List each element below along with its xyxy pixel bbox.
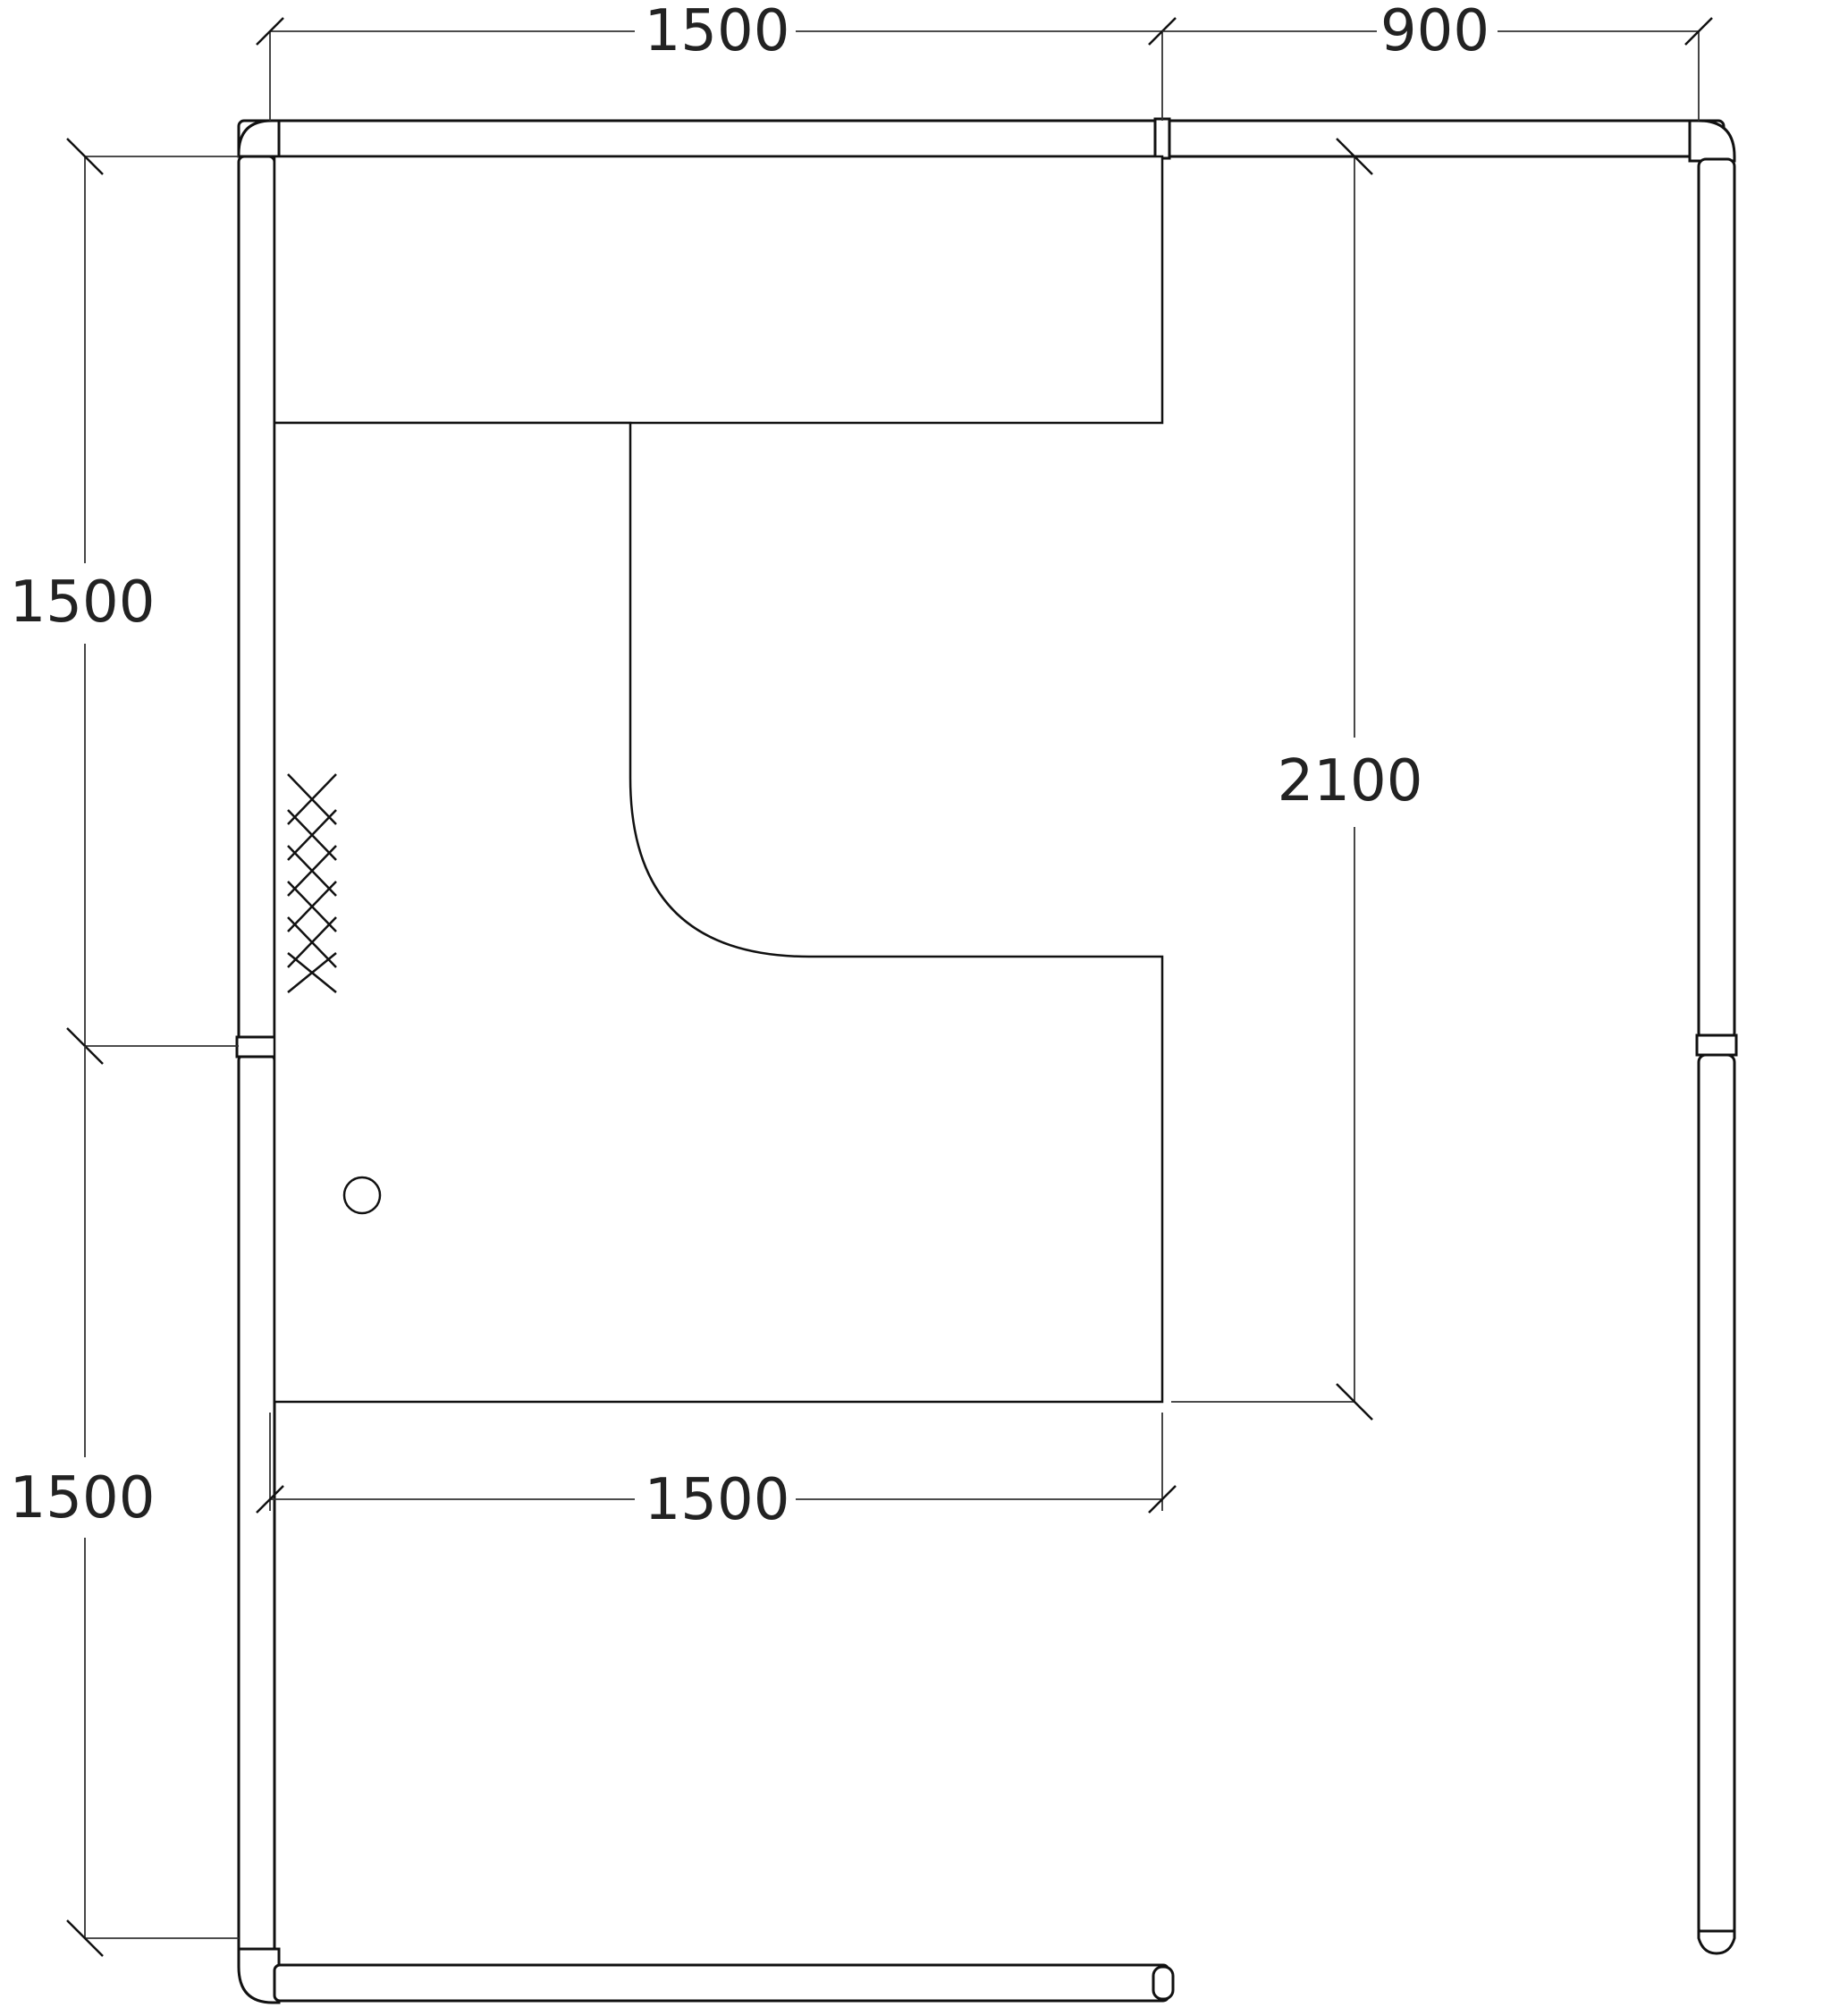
dim-right-depth: 2100 [1278,748,1423,814]
dim-top-left-width: 1500 [645,0,790,64]
bottom-panel-end-cap [1152,1965,1175,2001]
right-panel-end-cap [1697,1929,1736,1955]
desk-features [287,773,382,1215]
dim-left-upper-height: 1500 [10,569,156,636]
dim-desk-width: 1500 [645,1467,790,1533]
dimension-lines [66,17,1713,1957]
top-right-corner-post [1688,119,1736,163]
dim-top-right-width: 900 [1380,0,1489,64]
bottom-left-corner-post [237,1947,281,2004]
top-panel-right [1160,119,1726,158]
right-panel-upper [1697,157,1736,1042]
dim-left-lower-height: 1500 [10,1465,156,1531]
left-panel-upper [237,155,276,1043]
top-left-corner-post [237,119,281,158]
right-panel-lower [1697,1053,1736,1937]
desk-top-return [273,155,1164,425]
left-panel-lower [237,1053,276,1964]
top-panel-left [237,119,1164,158]
power-outlet-x-marks [287,773,337,993]
partition-panels [235,117,1738,2004]
desk-main-l-shape [273,421,1164,1404]
cable-grommet-icon [342,1176,382,1215]
top-panel-joint [1153,117,1171,160]
bottom-panel [273,1963,1170,2003]
left-panel-joint [235,1035,278,1059]
dimension-labels: 1500 900 1500 1500 2100 1500 [10,0,1490,1533]
desk-surface [273,155,1164,1404]
right-panel-joint [1695,1033,1738,1057]
